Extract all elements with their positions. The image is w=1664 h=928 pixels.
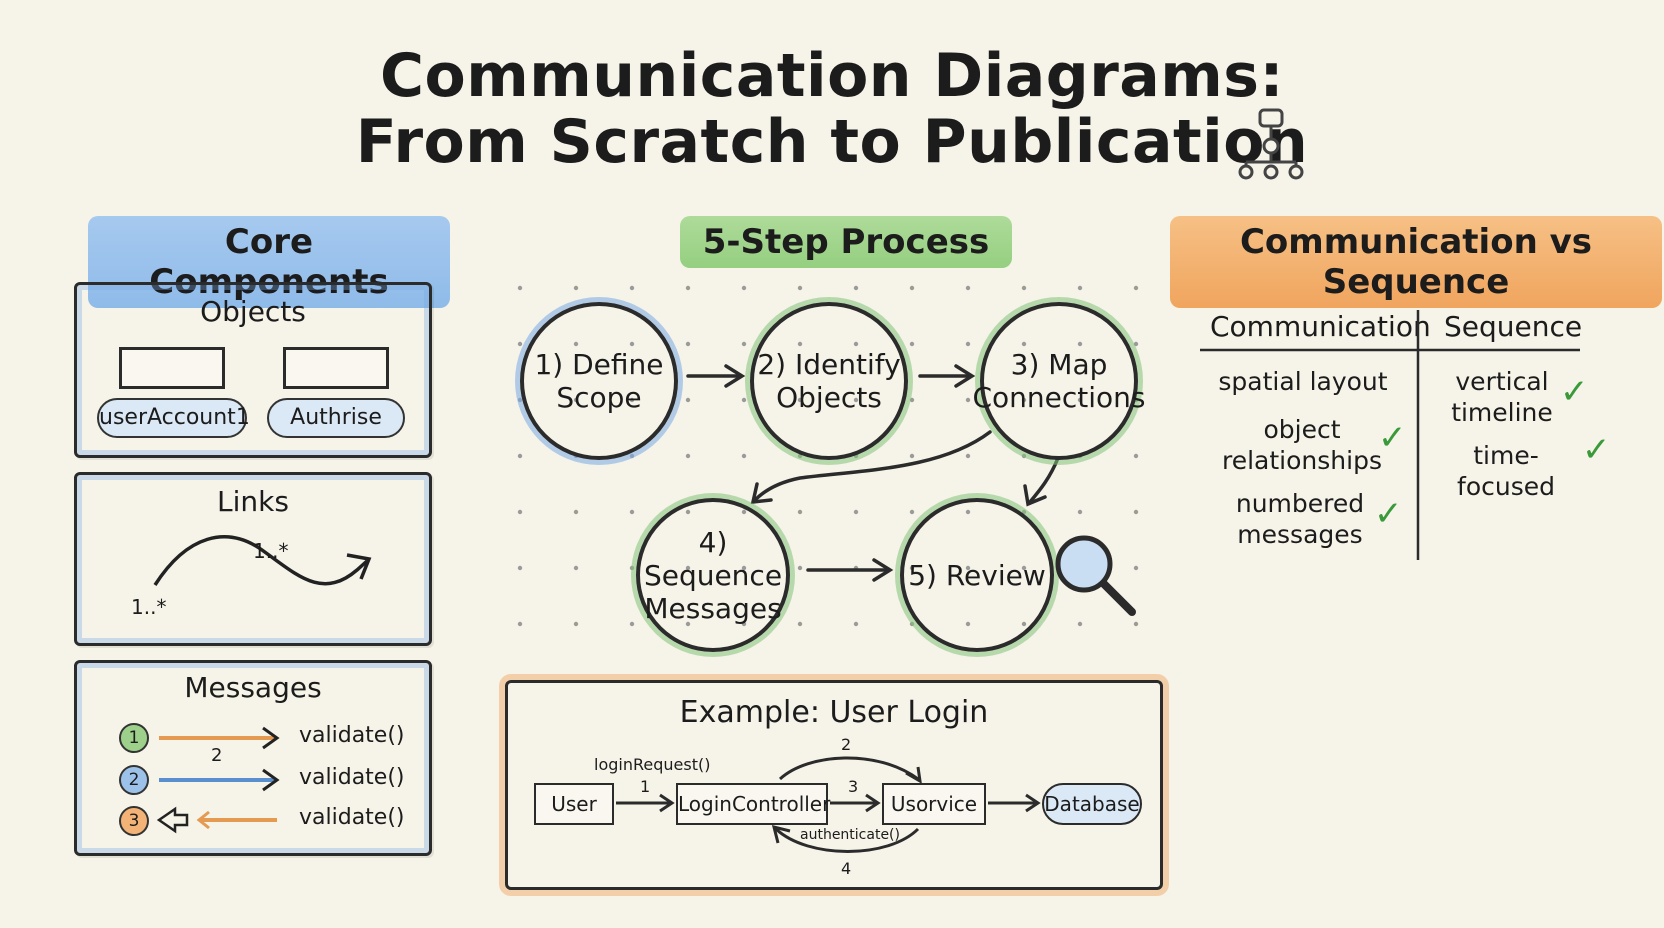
comparison-col2-item-2: time-focused [1457, 441, 1555, 501]
network-hierarchy-icon [1238, 108, 1304, 180]
example-title: Example: User Login [679, 695, 989, 730]
objects-panel: Objects userAccount1 Authrise [74, 282, 432, 458]
links-title: Links [217, 485, 289, 518]
process-heading: 5-Step Process [680, 216, 1012, 268]
message-label-1: validate() [299, 723, 405, 748]
message-badge-2: 2 [119, 765, 149, 795]
step-1-circle: 1) Define Scope [520, 302, 678, 460]
object-label-2: Authrise [267, 398, 405, 438]
node-user-service: Usorvice [882, 783, 986, 825]
link-curve [153, 535, 372, 586]
message-badge-3: 3 [119, 806, 149, 836]
check-icon-col2-item-2: ✓ [1582, 430, 1611, 470]
page-title-line2: From Scratch to Publication [355, 107, 1309, 177]
label-login-request: loginRequest() [594, 755, 711, 774]
comparison-col1-item-1: spatial layout [1218, 367, 1388, 396]
example-arrows [616, 756, 1041, 853]
comparison-heading: Communication vs Sequence [1170, 216, 1662, 308]
step-5-circle: 5) Review [900, 498, 1054, 652]
message-label-3: validate() [299, 805, 405, 830]
message-arrow-2 [159, 768, 280, 792]
comparison-col1-title: Communication [1210, 310, 1431, 343]
objects-title: Objects [200, 295, 306, 328]
check-icon-col1-item-3: ✓ [1374, 494, 1403, 534]
message-return-arrow-3 [157, 806, 277, 834]
magnifier-icon [1055, 535, 1136, 616]
check-icon-col1-item-2: ✓ [1378, 418, 1407, 458]
step-3-circle: 3) Map Connections [973, 302, 1146, 460]
step-4-circle: 4) Sequence Messages [636, 498, 790, 652]
link-multiplicity-end: 1..* [253, 539, 289, 563]
object-label-1: userAccount1 [97, 398, 250, 438]
node-user: User [534, 783, 614, 825]
messages-panel: Messages 1 validate() 2 2 validate() 3 v… [74, 660, 432, 856]
message-sequence-2: 2 [211, 745, 223, 766]
links-panel: Links 1..* 1..* [74, 472, 432, 646]
object-box-1 [119, 347, 225, 389]
comparison-col2-item-1: vertical timeline [1451, 367, 1553, 427]
node-database: Database [1042, 783, 1142, 825]
example-panel: Example: User Login User LoginController… [505, 680, 1163, 890]
label-seq-1: 1 [640, 777, 651, 796]
comparison-col1-item-3: numbered messages [1235, 489, 1365, 549]
label-seq-4: 4 [841, 859, 852, 878]
check-icon-col2-item-1: ✓ [1560, 372, 1589, 412]
page-title-line1: Communication Diagrams: [379, 41, 1285, 111]
comparison-col2-title: Sequence [1444, 310, 1583, 343]
node-login-controller: LoginController [676, 783, 830, 825]
label-seq-2: 2 [841, 735, 852, 754]
comparison-col1-item-2: object relationships [1222, 415, 1382, 475]
message-label-2: validate() [299, 765, 405, 790]
step-2-circle: 2) Identify Objects [750, 302, 908, 460]
message-badge-1: 1 [119, 723, 149, 753]
comparison-table-lines [1200, 310, 1580, 560]
label-authenticate: authenticate() [800, 827, 900, 843]
message-arrow-1 [159, 726, 280, 750]
label-seq-3: 3 [848, 777, 859, 796]
object-box-2 [283, 347, 389, 389]
messages-title: Messages [184, 671, 322, 704]
link-multiplicity-start: 1..* [131, 595, 167, 619]
